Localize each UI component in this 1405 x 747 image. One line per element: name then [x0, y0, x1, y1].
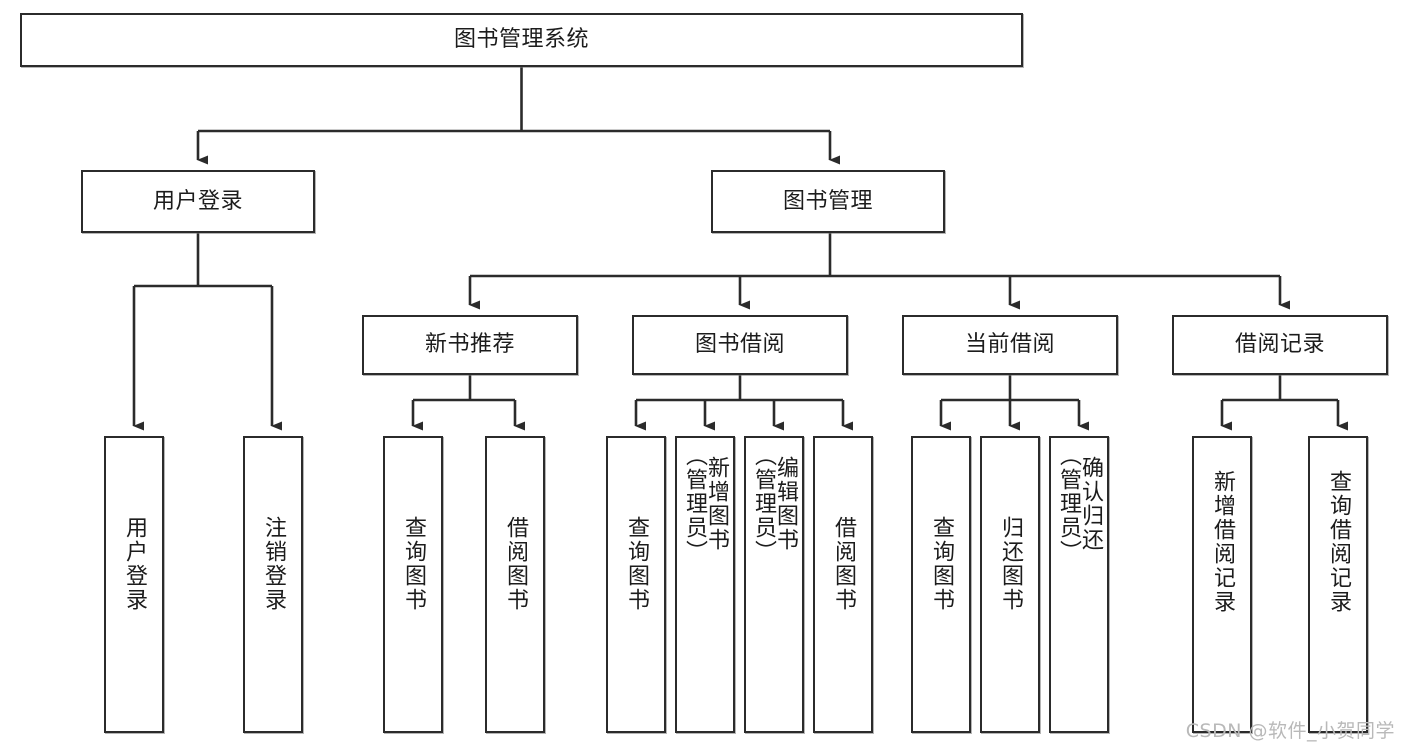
node-leaf-query-book-1-label: 查询图书 [401, 516, 426, 612]
node-leaf-borrow-book-2[interactable]: 借阅图书 [813, 436, 873, 733]
node-leaf-query-book-3[interactable]: 查询图书 [911, 436, 971, 733]
node-leaf-return-book[interactable]: 归还图书 [980, 436, 1040, 733]
node-leaf-edit-book-label: 编辑图书 （管理员） [751, 444, 798, 564]
node-new-book-recommend-label: 新书推荐 [424, 332, 515, 358]
node-leaf-add-book-label: 新增图书 （管理员） [682, 444, 729, 564]
node-leaf-borrow-book-1-label: 借阅图书 [503, 516, 528, 612]
node-leaf-borrow-book-1[interactable]: 借阅图书 [485, 436, 545, 733]
node-borrow-record-label: 借阅记录 [1234, 332, 1325, 358]
node-leaf-user-login[interactable]: 用户登录 [104, 436, 164, 733]
node-user-login-label: 用户登录 [152, 188, 243, 214]
node-root[interactable]: 图书管理系统 [20, 13, 1023, 67]
node-leaf-query-record-label: 查询借阅记录 [1326, 470, 1351, 614]
node-leaf-confirm-return-label: 确认归还 （管理员） [1056, 444, 1103, 564]
node-borrow-record[interactable]: 借阅记录 [1172, 315, 1388, 375]
node-leaf-add-record-label: 新增借阅记录 [1210, 470, 1235, 614]
node-leaf-query-record[interactable]: 查询借阅记录 [1308, 436, 1368, 733]
node-leaf-query-book-3-label: 查询图书 [929, 516, 954, 612]
node-leaf-edit-book[interactable]: 编辑图书 （管理员） [744, 436, 804, 733]
node-leaf-return-book-label: 归还图书 [998, 516, 1023, 612]
node-user-login[interactable]: 用户登录 [81, 170, 315, 233]
node-leaf-add-book[interactable]: 新增图书 （管理员） [675, 436, 735, 733]
node-book-manage[interactable]: 图书管理 [711, 170, 945, 233]
node-leaf-add-record[interactable]: 新增借阅记录 [1192, 436, 1252, 733]
node-leaf-user-login-label: 用户登录 [122, 516, 147, 612]
node-leaf-confirm-return[interactable]: 确认归还 （管理员） [1049, 436, 1109, 733]
node-leaf-user-logout-label: 注销登录 [261, 516, 286, 612]
node-book-manage-label: 图书管理 [782, 188, 873, 214]
node-book-borrow-label: 图书借阅 [694, 332, 785, 358]
node-leaf-query-book-2-label: 查询图书 [624, 516, 649, 612]
node-leaf-borrow-book-2-label: 借阅图书 [831, 516, 856, 612]
node-current-borrow-label: 当前借阅 [964, 332, 1055, 358]
node-new-book-recommend[interactable]: 新书推荐 [362, 315, 578, 375]
node-book-borrow[interactable]: 图书借阅 [632, 315, 848, 375]
node-root-label: 图书管理系统 [453, 27, 589, 53]
node-current-borrow[interactable]: 当前借阅 [902, 315, 1118, 375]
node-leaf-query-book-1[interactable]: 查询图书 [383, 436, 443, 733]
node-leaf-user-logout[interactable]: 注销登录 [243, 436, 303, 733]
node-leaf-query-book-2[interactable]: 查询图书 [606, 436, 666, 733]
